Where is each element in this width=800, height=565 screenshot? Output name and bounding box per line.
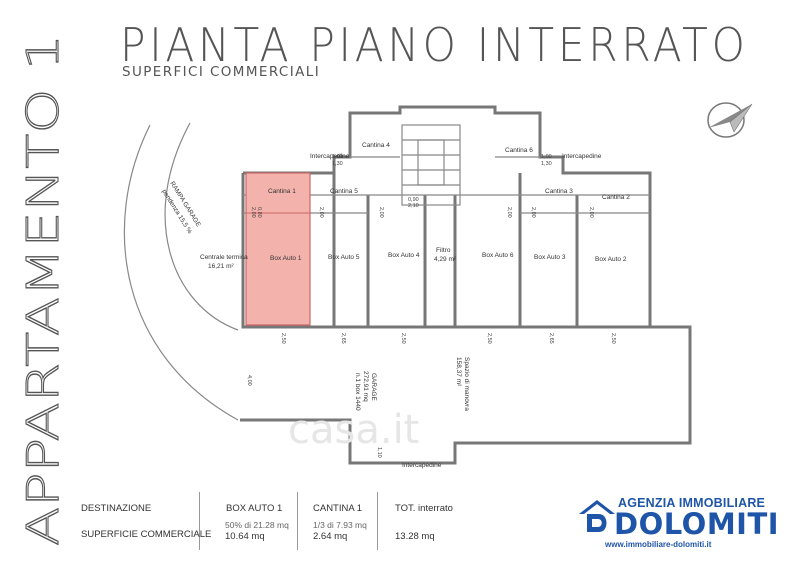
room-cantina-1: Cantina 1 xyxy=(268,188,296,195)
dim-label: 2,00 xyxy=(588,207,594,218)
dim-label: 2,50 xyxy=(400,333,406,344)
room-cantina-6: Cantina 6 xyxy=(505,147,533,154)
brand-name: DOLOMITI xyxy=(614,507,780,541)
agency-name: AGENZIA IMMOBILIARE xyxy=(618,496,766,510)
box-value: 10.64 mq xyxy=(225,531,265,542)
dim-label: 2,00 xyxy=(250,207,256,218)
room-box-auto-2: Box Auto 2 xyxy=(595,256,627,263)
dim-label: 4,00 xyxy=(246,375,252,386)
dim-label: 1,00 xyxy=(332,154,343,160)
room-filtro-area: 4,29 m² xyxy=(434,256,457,263)
page-title: PIANTA PIANO INTERRATO xyxy=(120,18,749,72)
divider xyxy=(199,492,200,550)
upper-wall xyxy=(243,105,652,327)
cantina-value: 2.64 mq xyxy=(313,531,348,542)
dim-label: 2,50 xyxy=(610,333,616,344)
destinazione-label: DESTINAZIONE xyxy=(81,503,152,514)
room-box-auto-6: Box Auto 6 xyxy=(482,252,514,259)
cantina-header: CANTINA 1 xyxy=(313,503,363,514)
dim-label: 2,00 xyxy=(318,207,324,218)
room-centrale-termica: Centrale termica xyxy=(200,254,248,261)
ramp-inner xyxy=(164,122,239,331)
tot-value: 13.28 mq xyxy=(395,531,435,542)
room-cantina-4: Cantina 4 xyxy=(362,142,390,149)
room-intercapedine-bottom: Intercapedine xyxy=(402,462,442,469)
watermark: casa.it xyxy=(288,407,419,453)
dim-label: 1,10 xyxy=(376,447,382,458)
room-box-auto-5: Box Auto 5 xyxy=(328,254,360,261)
side-title: APPARTAMENTO 1 xyxy=(2,28,74,548)
manovra-area: 158,37 m² xyxy=(455,357,462,387)
room-intercapedine-left: Intercapedine xyxy=(310,153,350,160)
box-auto-1-highlight xyxy=(245,172,311,326)
cantina-formula: 1/3 di 7.93 mq xyxy=(313,520,367,530)
floor-plan: Cantina 1 Box Auto 1 Cantina 5 Cantina 4… xyxy=(123,105,692,469)
page-subtitle: SUPERFICI COMMERCIALI xyxy=(122,64,321,80)
room-box-auto-1: Box Auto 1 xyxy=(270,255,302,262)
box-formula: 50% di 21.28 mq xyxy=(225,520,289,530)
stair xyxy=(401,124,461,206)
garage-note: n.1 box 1440 xyxy=(354,373,361,411)
room-box-auto-3: Box Auto 3 xyxy=(534,254,566,261)
room-cantina-5: Cantina 5 xyxy=(330,188,358,195)
tot-header: TOT. interrato xyxy=(395,503,453,514)
dim-label: 2,10 xyxy=(408,203,419,209)
room-cantina-3: Cantina 3 xyxy=(545,188,573,195)
garage-area: 272,91 mq xyxy=(362,371,369,402)
garage-label: GARAGE xyxy=(370,373,377,401)
divider xyxy=(297,492,298,550)
dim-label: 0,80 xyxy=(256,207,262,218)
dim-label: 2,00 xyxy=(506,207,512,218)
dim-label: 1,00 xyxy=(541,154,552,160)
manovra-label: Spazio di manovra xyxy=(463,357,470,411)
dim-label: 2,00 xyxy=(530,207,536,218)
dim-label: 0,90 xyxy=(408,197,419,203)
dim-label: 2,50 xyxy=(486,333,492,344)
ramp-outer xyxy=(123,124,239,421)
side-title-text: APPARTAMENTO 1 xyxy=(18,34,69,546)
outer-wall xyxy=(240,173,692,465)
summary-table: DESTINAZIONE SUPERFICIE COMMERCIALE BOX … xyxy=(77,492,557,550)
agency-logo: AGENZIA IMMOBILIARE DOLOMITI www.immobil… xyxy=(571,492,787,551)
room-centrale-termica-area: 16,21 m² xyxy=(208,263,234,270)
compass-icon xyxy=(707,102,753,138)
superficie-label: SUPERFICIE COMMERCIALE xyxy=(81,529,212,540)
room-filtro: Filtro xyxy=(436,247,451,254)
dim-label: 2,65 xyxy=(340,333,346,344)
dim-label: 2,65 xyxy=(548,333,554,344)
dim-label: 1,30 xyxy=(332,161,343,167)
dim-label: 2,50 xyxy=(280,333,286,344)
dim-label: 1,30 xyxy=(541,161,552,167)
agency-url[interactable]: www.immobiliare-dolomiti.it xyxy=(605,540,712,549)
house-icon xyxy=(579,500,615,532)
room-intercapedine-right: Intercapedine xyxy=(562,153,602,160)
room-box-auto-4: Box Auto 4 xyxy=(388,252,420,259)
box-header: BOX AUTO 1 xyxy=(226,503,283,514)
divider xyxy=(377,492,378,550)
room-cantina-2: Cantina 2 xyxy=(602,194,630,201)
dim-label: 2,00 xyxy=(378,207,384,218)
